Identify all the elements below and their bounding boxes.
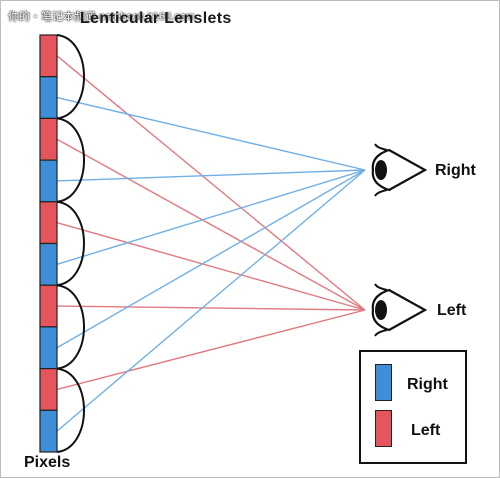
lenslet-arcs — [56, 34, 85, 453]
pixel-right — [39, 242, 58, 286]
right-eye-label: Right — [435, 162, 476, 179]
pixel-left — [39, 117, 58, 161]
pixel-right — [39, 409, 58, 453]
ray-left — [56, 221, 366, 311]
watermark: 你的・笔记本频道 notebook.it168.com — [8, 11, 196, 23]
pixel-right — [39, 159, 58, 203]
lenslet-arc — [56, 200, 85, 287]
legend-swatch-right — [375, 364, 392, 401]
ray-left — [56, 55, 366, 311]
ray-lines — [56, 55, 366, 432]
ray-right — [56, 169, 366, 349]
pixel-right — [39, 326, 58, 370]
lenslet-arc — [56, 34, 85, 120]
legend-label-left: Left — [411, 422, 441, 439]
lenslet-arc — [56, 284, 85, 370]
pixel-left — [39, 284, 58, 328]
pixel-right — [39, 76, 58, 119]
legend-swatch-left — [375, 410, 392, 447]
ray-right — [56, 169, 366, 182]
right-eye-icon — [371, 143, 428, 197]
ray-left — [56, 309, 366, 391]
ray-right — [56, 96, 366, 171]
ray-left — [56, 138, 366, 311]
diagram-title: Lenticular Lenslets — [80, 10, 232, 27]
legend: Right Left — [359, 350, 467, 464]
pixels-label: Pixels — [24, 454, 71, 471]
eyes — [371, 143, 428, 337]
ray-right — [56, 169, 366, 266]
pixel-column — [39, 34, 58, 453]
lenslet-arc — [56, 367, 85, 453]
left-eye-label: Left — [437, 302, 467, 319]
pixel-left — [39, 201, 58, 245]
pixel-left — [39, 368, 58, 411]
lenslet-arc — [56, 117, 85, 203]
ray-right — [56, 169, 366, 432]
legend-label-right: Right — [407, 376, 448, 393]
ray-left — [56, 305, 366, 311]
pixel-left — [39, 34, 58, 78]
left-eye-icon — [371, 283, 428, 337]
